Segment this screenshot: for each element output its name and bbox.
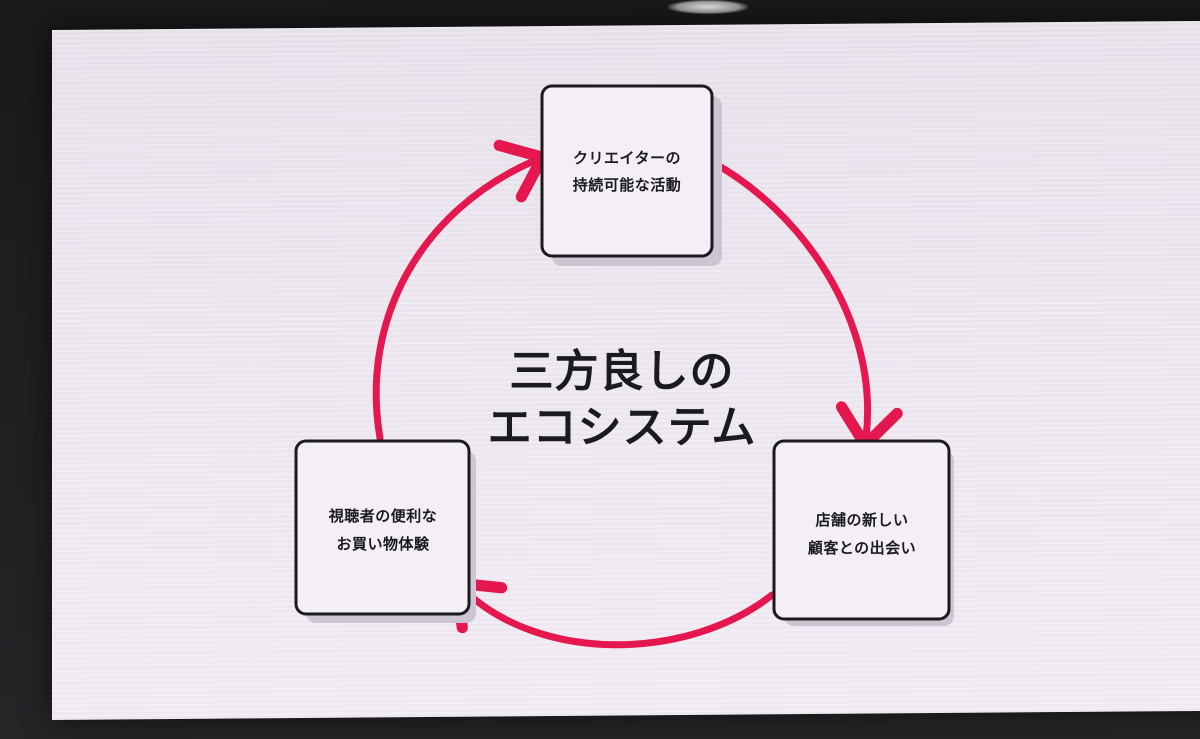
- node-creator: クリエイターの 持続可能な活動: [540, 84, 722, 266]
- node-box: [294, 439, 471, 616]
- node-store: 店舗の新しい 顧客との出会い: [772, 439, 954, 626]
- node-store-line1: 店舗の新しい: [815, 511, 908, 529]
- title-line1: 三方良しの: [510, 346, 735, 397]
- node-viewer-line1: 視聴者の便利な: [328, 507, 438, 525]
- arrow-creator-to-store: [708, 158, 903, 451]
- projector-light: [668, 0, 748, 14]
- node-box: [772, 439, 951, 621]
- title-line2: エコシステム: [488, 402, 757, 453]
- node-box: [540, 84, 714, 258]
- node-creator-line1: クリエイターの: [573, 149, 681, 167]
- arrow-store-to-viewer: [451, 577, 776, 649]
- node-viewer: 視聴者の便利な お買い物体験: [294, 439, 476, 623]
- arrow-viewer-to-creator: [372, 139, 549, 442]
- node-store-line2: 顧客との出会い: [808, 539, 916, 557]
- node-creator-line2: 持続可能な活動: [573, 176, 682, 194]
- node-viewer-line2: お買い物体験: [336, 535, 430, 553]
